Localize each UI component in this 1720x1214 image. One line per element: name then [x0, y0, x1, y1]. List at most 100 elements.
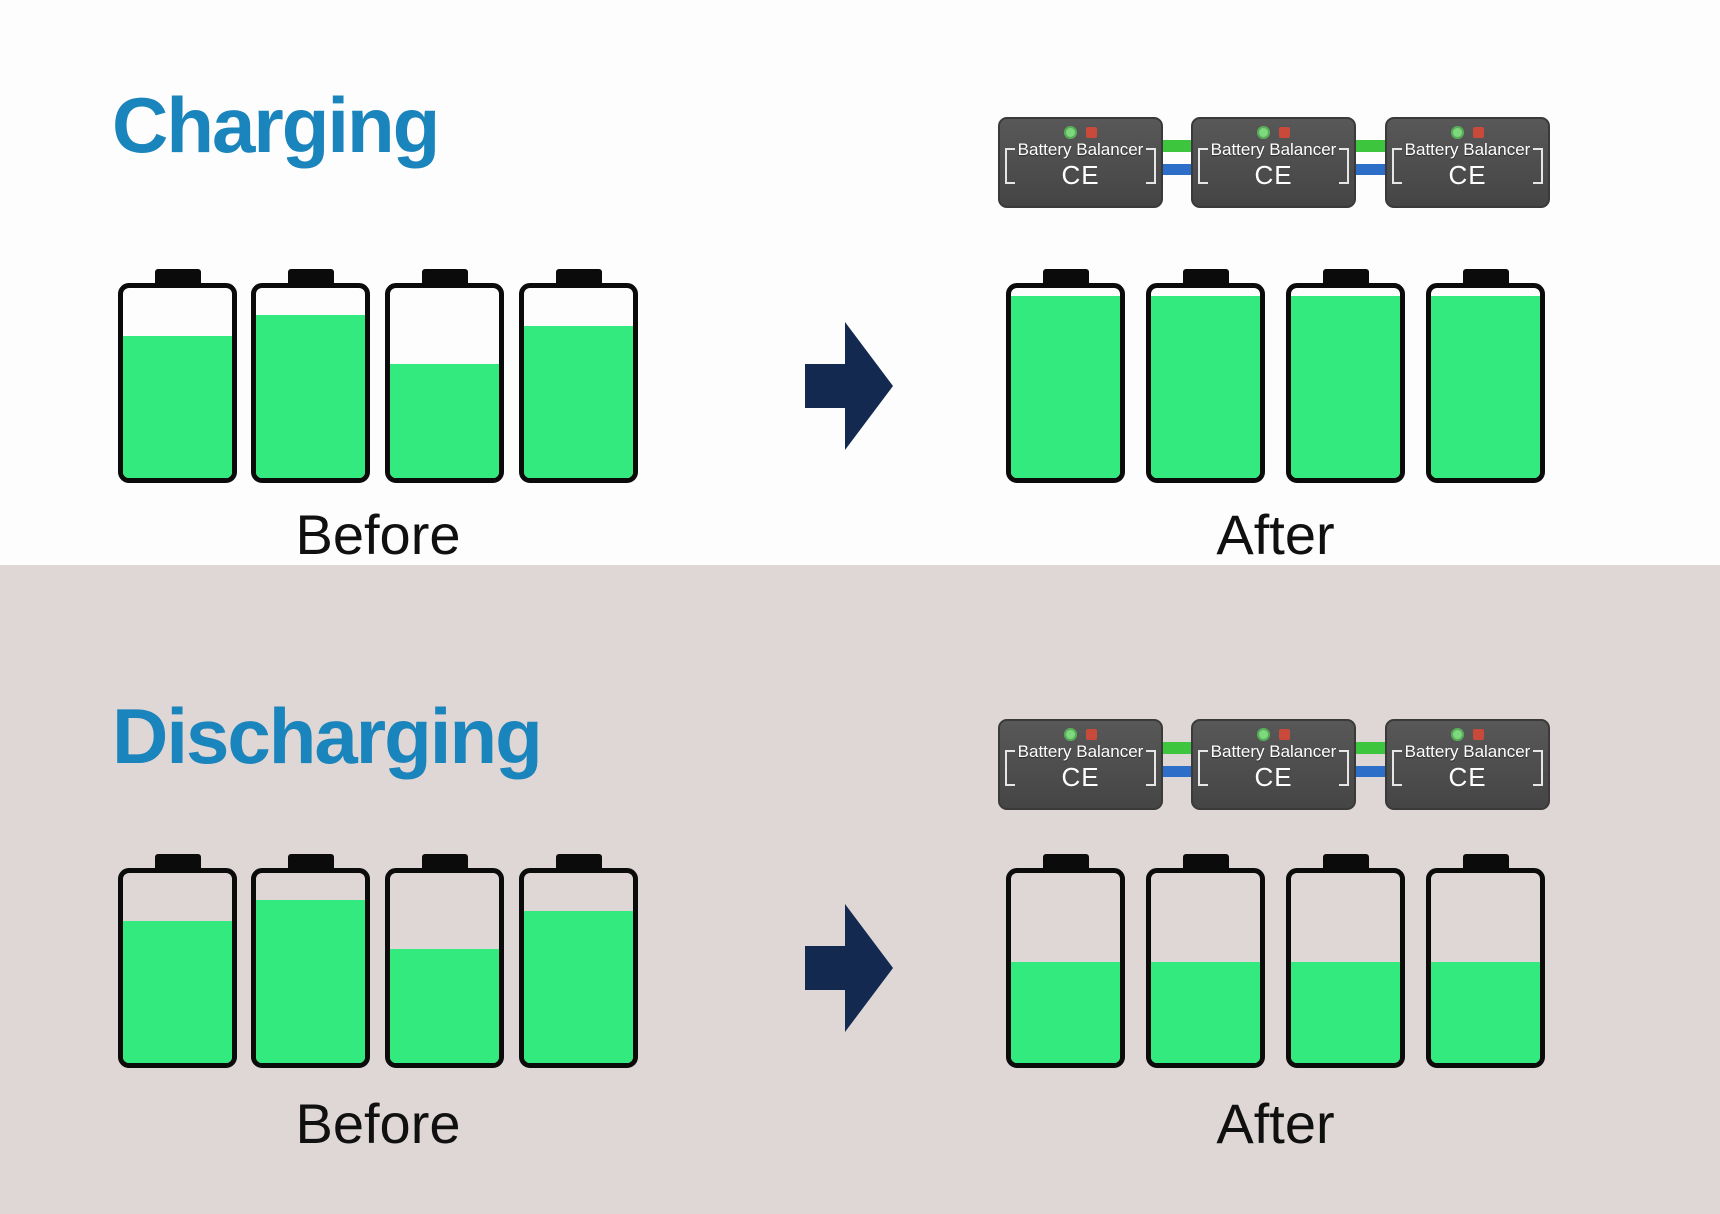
- right-arrow-icon: [805, 904, 893, 1032]
- arrow-head: [845, 904, 893, 1032]
- balancer-label: Battery Balancer: [1404, 742, 1531, 761]
- battery: [118, 854, 237, 1068]
- battery-terminal-icon: [1042, 269, 1089, 286]
- blue-wire: [1151, 164, 1203, 175]
- battery: [118, 269, 237, 483]
- battery-body: [1006, 868, 1125, 1068]
- discharging-title: Discharging: [112, 692, 543, 780]
- battery-fill-level: [1151, 295, 1260, 478]
- battery: [1146, 854, 1265, 1068]
- led-indicators: [1387, 727, 1548, 741]
- led-green-icon: [1451, 727, 1464, 741]
- battery-fill-level: [1011, 295, 1120, 478]
- battery-body: [1286, 283, 1405, 483]
- arrow-head: [845, 322, 893, 450]
- discharging-before-label: Before: [295, 1092, 461, 1155]
- arrow-shaft: [805, 364, 847, 408]
- bracket-right-icon: [1146, 148, 1156, 184]
- battery-body: [118, 868, 237, 1068]
- battery-fill-level: [1431, 295, 1540, 478]
- battery: [519, 269, 638, 483]
- battery-fill-level: [256, 314, 365, 478]
- battery-fill-level: [524, 911, 633, 1063]
- green-wire: [1151, 742, 1203, 754]
- led-indicators: [1193, 125, 1354, 139]
- led-red-icon: [1473, 728, 1484, 740]
- battery-terminal-icon: [1322, 854, 1369, 871]
- battery-body: [1146, 283, 1265, 483]
- bracket-right-icon: [1533, 750, 1543, 786]
- charging-title: Charging: [112, 81, 440, 169]
- battery-terminal-icon: [1462, 854, 1509, 871]
- bracket-left-icon: [1005, 750, 1015, 786]
- battery-body: [385, 283, 504, 483]
- battery-terminal-icon: [154, 854, 201, 871]
- led-green-icon: [1257, 125, 1270, 139]
- battery-body: [1426, 868, 1545, 1068]
- blue-wire: [1344, 164, 1397, 175]
- battery-fill-level: [1291, 962, 1400, 1063]
- ce-marking: CE: [1061, 160, 1100, 190]
- bracket-left-icon: [1198, 148, 1208, 184]
- battery: [251, 854, 370, 1068]
- led-red-icon: [1279, 126, 1290, 138]
- battery-terminal-icon: [1462, 269, 1509, 286]
- green-wire: [1151, 140, 1203, 152]
- led-indicators: [1193, 727, 1354, 741]
- led-indicators: [1000, 125, 1161, 139]
- battery-body: [1146, 868, 1265, 1068]
- battery-body: [1286, 868, 1405, 1068]
- led-indicators: [1387, 125, 1548, 139]
- balancer-label: Battery Balancer: [1017, 742, 1144, 761]
- battery: [385, 854, 504, 1068]
- battery-body: [251, 283, 370, 483]
- battery-fill-level: [256, 899, 365, 1063]
- balancer-label: Battery Balancer: [1210, 140, 1337, 159]
- led-red-icon: [1279, 728, 1290, 740]
- discharging-after-battery-row: [0, 854, 1720, 1068]
- battery-body: [251, 868, 370, 1068]
- battery-fill-level: [1291, 295, 1400, 478]
- blue-wire: [1151, 766, 1203, 777]
- battery: [1286, 269, 1405, 483]
- battery-body: [519, 868, 638, 1068]
- led-red-icon: [1473, 126, 1484, 138]
- battery-fill-level: [1151, 962, 1260, 1063]
- bracket-left-icon: [1005, 148, 1015, 184]
- battery-terminal-icon: [555, 854, 602, 871]
- bracket-right-icon: [1339, 750, 1349, 786]
- led-red-icon: [1086, 728, 1097, 740]
- balancer-label: Battery Balancer: [1017, 140, 1144, 159]
- battery-body: [1426, 283, 1545, 483]
- right-arrow-icon: [805, 322, 893, 450]
- led-green-icon: [1064, 125, 1077, 139]
- ce-marking: CE: [1448, 762, 1487, 792]
- battery-terminal-icon: [1182, 269, 1229, 286]
- battery-fill-level: [123, 335, 232, 478]
- battery-body: [118, 283, 237, 483]
- bracket-right-icon: [1533, 148, 1543, 184]
- battery: [1006, 269, 1125, 483]
- battery-fill-level: [390, 949, 499, 1063]
- bracket-right-icon: [1146, 750, 1156, 786]
- charging-after-battery-row: [0, 269, 1720, 483]
- charging-before-label: Before: [295, 503, 461, 566]
- battery-terminal-icon: [555, 269, 602, 286]
- battery: [251, 269, 370, 483]
- battery-body: [519, 283, 638, 483]
- balancer-label: Battery Balancer: [1404, 140, 1531, 159]
- battery-terminal-icon: [421, 269, 468, 286]
- bracket-left-icon: [1392, 148, 1402, 184]
- blue-wire: [1344, 766, 1397, 777]
- battery-body: [385, 868, 504, 1068]
- battery: [1286, 854, 1405, 1068]
